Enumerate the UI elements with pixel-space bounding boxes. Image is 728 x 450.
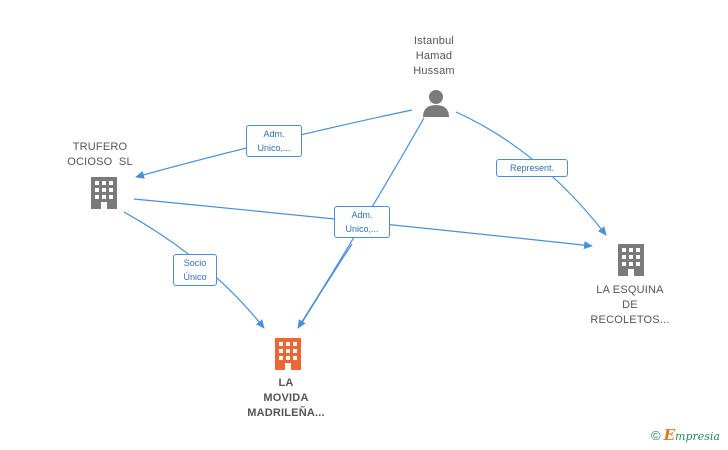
person-label[interactable]: Istanbul Hamad Hussam (413, 35, 455, 77)
edge-label-trufero-esquina[interactable]: Adm. Unico,... (334, 206, 390, 238)
edge-label-person-trufero[interactable]: Adm. Unico,... (246, 125, 302, 157)
brand-logo: Empresia (663, 426, 720, 444)
edge-label-trufero-movida[interactable]: Socio Único (173, 254, 217, 286)
building-icon[interactable] (272, 336, 304, 372)
edge-label-person-esquina[interactable]: Represent. (496, 159, 568, 177)
edge-person-movida-2 (299, 243, 353, 327)
esquina-label[interactable]: LA ESQUINA DE RECOLETOS... (590, 284, 670, 326)
footer-branding: ©Empresia (651, 426, 720, 444)
trufero-label[interactable]: TRUFERO OCIOSO SL (67, 141, 133, 168)
building-icon[interactable] (615, 242, 647, 278)
building-icon[interactable] (88, 175, 120, 211)
person-icon[interactable] (421, 88, 451, 118)
copyright-icon: © (651, 428, 661, 443)
movida-label[interactable]: LA MOVIDA MADRILEÑA... (247, 377, 325, 419)
